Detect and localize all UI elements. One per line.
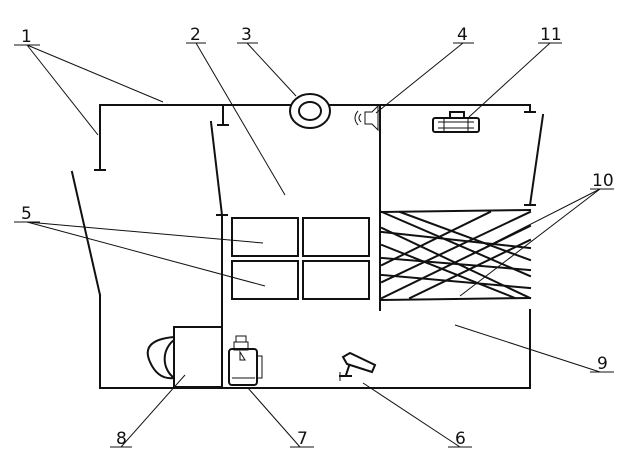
label-1: 1 <box>21 27 32 47</box>
laser-grid <box>380 208 532 302</box>
leader-lines <box>14 42 614 448</box>
label-8: 8 <box>116 429 127 449</box>
label-9: 9 <box>597 354 608 374</box>
ceiling-light-icon <box>289 93 331 129</box>
dome-icon <box>146 326 223 388</box>
speaker-icon <box>354 104 379 132</box>
walls <box>70 104 545 389</box>
label-10: 10 <box>592 171 614 191</box>
air-conditioner-icon <box>432 111 480 133</box>
screen-3 <box>231 260 299 300</box>
screen-4 <box>302 260 370 300</box>
door-right <box>528 113 545 207</box>
screen-2 <box>302 217 370 257</box>
door-inner <box>209 120 224 217</box>
top-wall-left <box>99 104 291 136</box>
label-11: 11 <box>540 25 562 45</box>
label-5: 5 <box>21 204 32 224</box>
screens <box>231 217 370 300</box>
screen-1 <box>231 217 299 257</box>
label-6: 6 <box>455 429 466 449</box>
camera-icon <box>339 351 377 381</box>
label-4: 4 <box>457 25 468 45</box>
label-2: 2 <box>190 25 201 45</box>
machine-icon <box>228 335 263 386</box>
label-7: 7 <box>297 429 308 449</box>
label-3: 3 <box>241 25 252 45</box>
labels: 1 2 3 4 5 6 7 8 9 10 11 <box>21 25 614 449</box>
door-left <box>70 170 102 297</box>
